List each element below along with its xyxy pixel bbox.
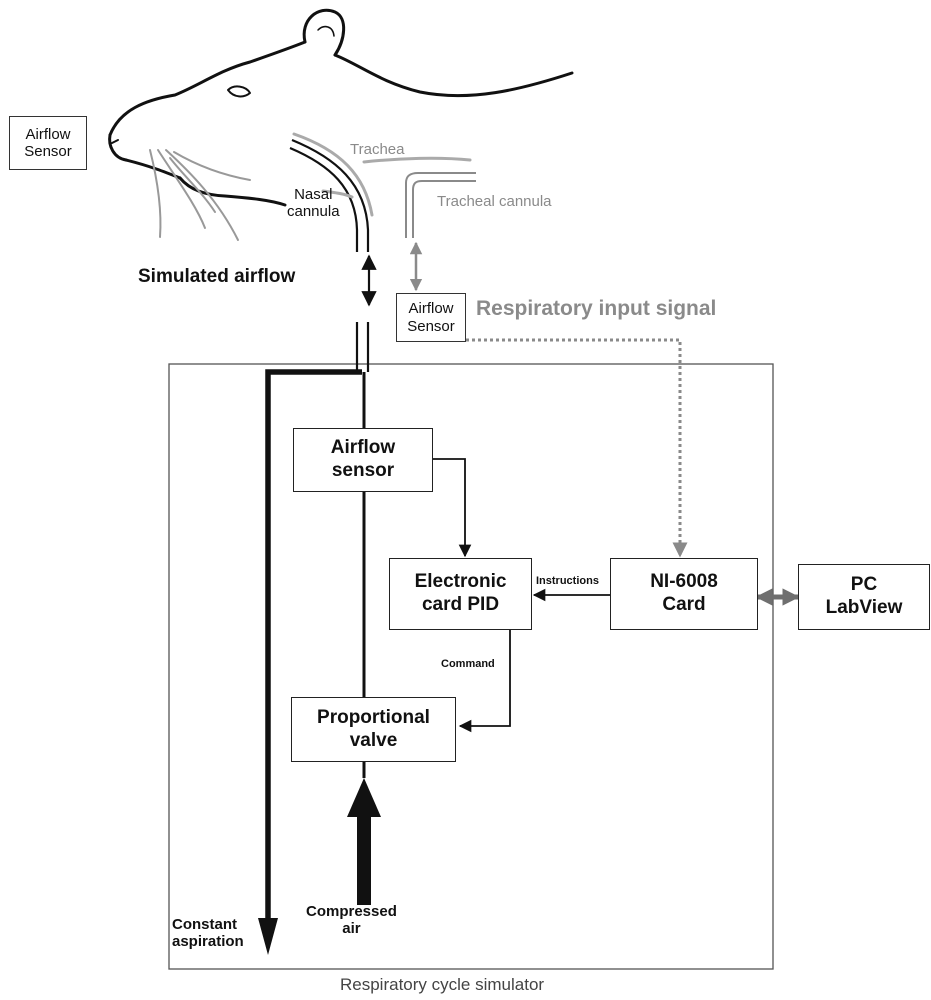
airflow-sensor-trachea-box: Airflow Sensor [396, 293, 466, 342]
aspiration-arrowhead [258, 918, 278, 955]
compressed-air-shaft [357, 815, 371, 905]
simulated-airflow-label: Simulated airflow [138, 266, 296, 287]
simulator-enclosure [168, 363, 774, 970]
aspiration-line [265, 369, 362, 920]
nasal-cannula [289, 138, 370, 252]
pc-labview-label: PC LabView [825, 574, 903, 618]
respiratory-input-signal-label: Respiratory input signal [476, 297, 717, 320]
respiratory-signal-line [466, 338, 688, 558]
airway-tube [355, 322, 370, 372]
ni-6008-card-label: NI-6008 Card [650, 571, 718, 615]
constant-aspiration-label: Constant aspiration [172, 916, 244, 951]
nasal-cannula-label: Nasal cannula [287, 186, 340, 221]
electronic-card-pid-box: Electronic card PID [389, 558, 532, 630]
proportional-valve-box: Proportional valve [291, 697, 456, 762]
simulator-caption: Respiratory cycle simulator [340, 975, 545, 994]
airflow-sensor-nose-box: Airflow Sensor [9, 116, 87, 170]
airflow-sensor-box: Airflow sensor [293, 428, 433, 492]
airflow-sensor-box-label: Airflow sensor [330, 437, 396, 481]
sensor-to-pid-arrow [433, 458, 472, 558]
trachea-lines [292, 132, 472, 217]
pc-labview-box: PC LabView [798, 564, 930, 630]
rat-head-illustration [108, 8, 574, 207]
compressed-air-arrowhead [347, 778, 381, 817]
tracheal-cannula-label: Tracheal cannula [437, 193, 552, 210]
airflow-sensor-nose-label: Airflow Sensor [24, 125, 72, 160]
instructions-label: Instructions [536, 575, 599, 587]
airflow-sensor-trachea-label: Airflow Sensor [407, 300, 455, 335]
proportional-valve-label: Proportional valve [317, 706, 430, 751]
command-label: Command [441, 658, 495, 670]
tracheal-cannula [405, 172, 476, 238]
ni-6008-card-box: NI-6008 Card [610, 558, 758, 630]
command-arrow [458, 629, 511, 733]
trachea-label: Trachea [350, 141, 405, 158]
compressed-air-label: Compressed air [306, 903, 397, 938]
electronic-card-pid-label: Electronic card PID [414, 571, 507, 615]
whiskers [149, 149, 251, 241]
